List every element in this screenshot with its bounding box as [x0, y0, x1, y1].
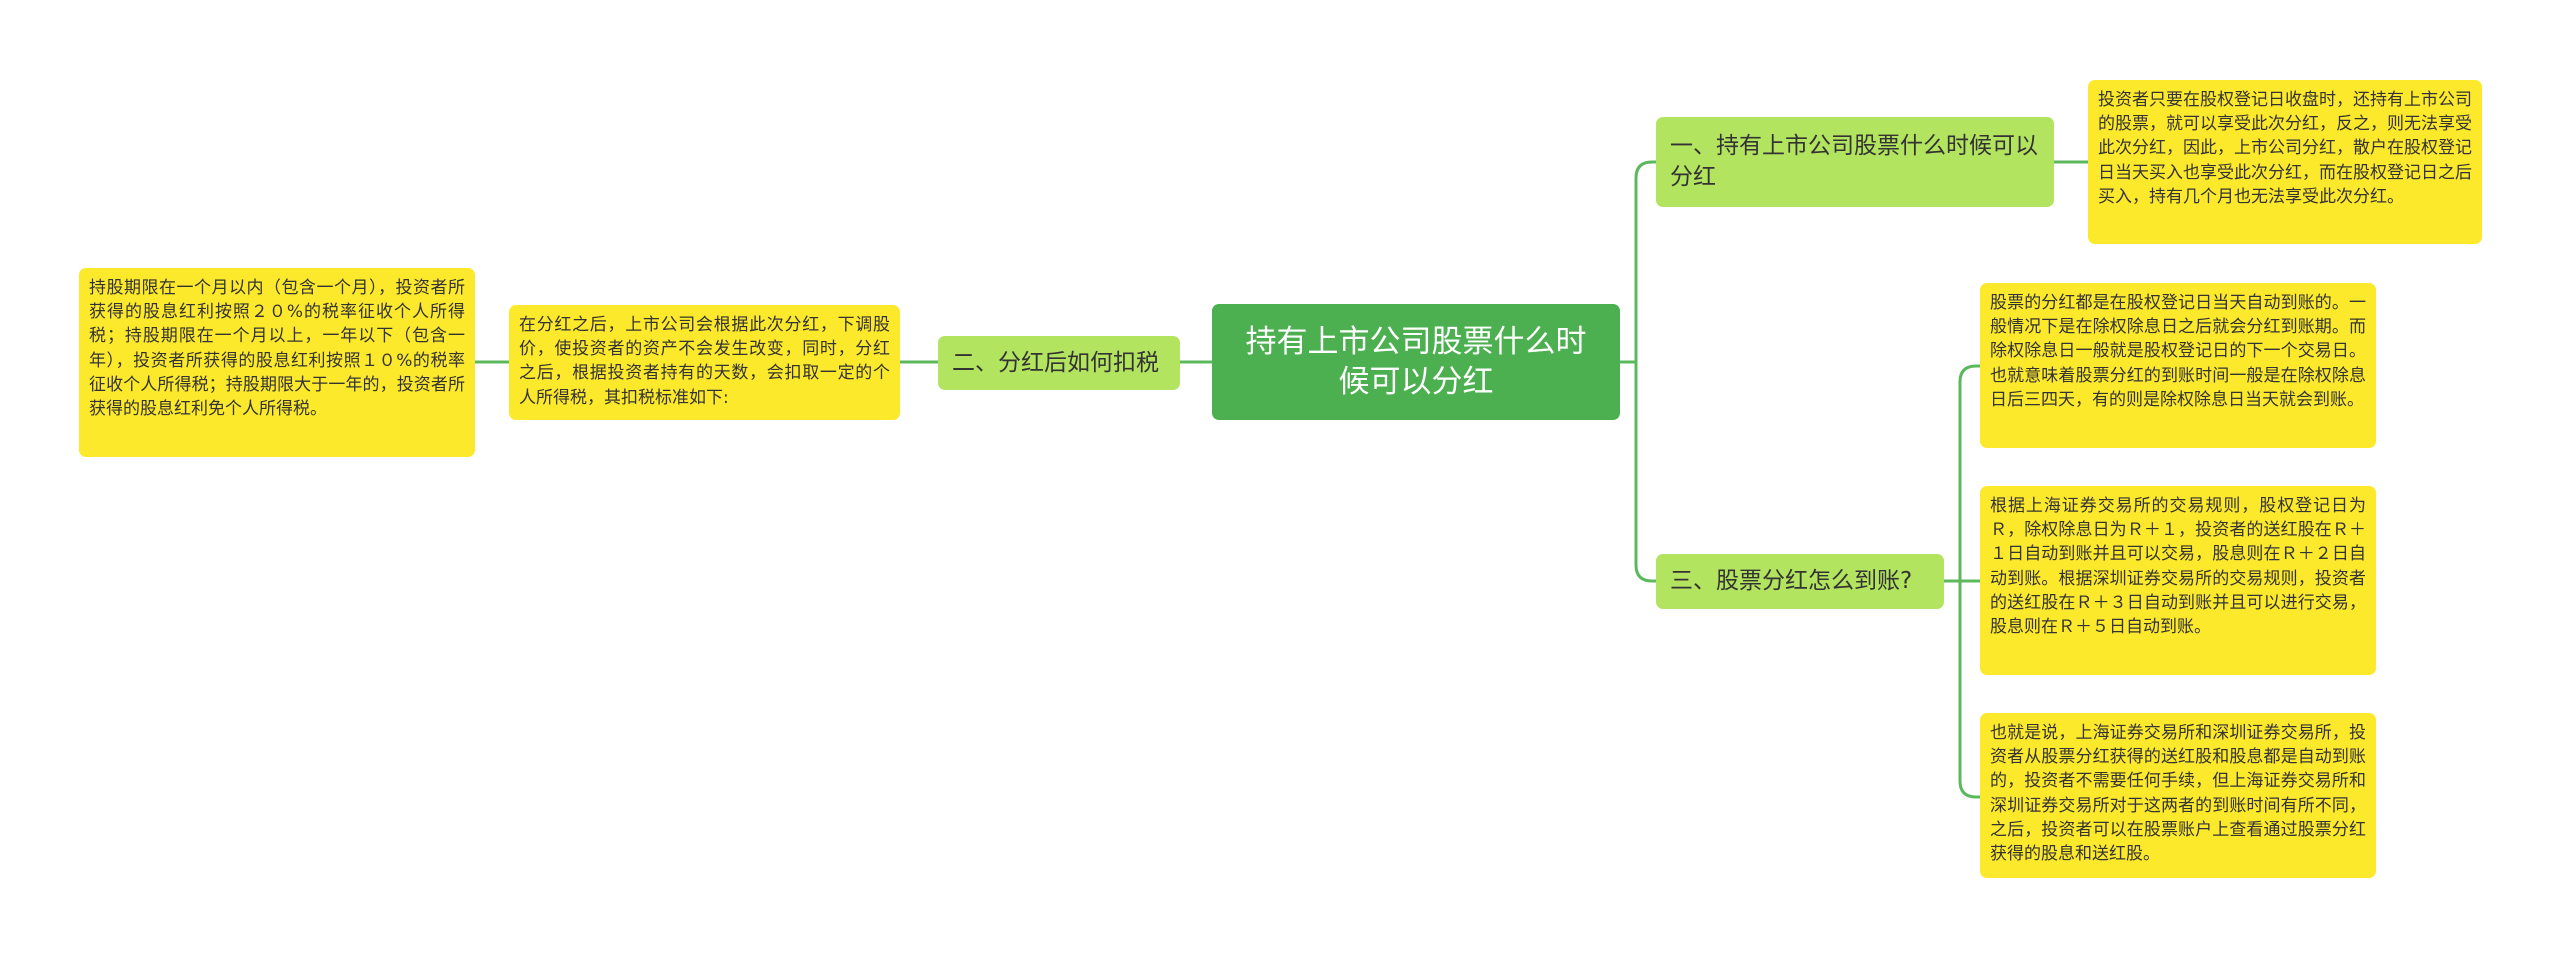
leaf-arrival-timing-text: 股票的分红都是在股权登记日当天自动到账的。一般情况下是在除权除息日之后就会分红到… [1990, 293, 2366, 410]
branch-when-dividend-label: 一、持有上市公司股票什么时候可以分红 [1670, 133, 2038, 190]
leaf-tax-intro-text: 在分红之后，上市公司会根据此次分红，下调股价，使投资者的资产不会发生改变，同时，… [519, 315, 890, 408]
connector-root-b1 [1618, 160, 1658, 364]
leaf-record-date-rule[interactable]: 投资者只要在股权登记日收盘时，还持有上市公司的股票，就可以享受此次分红，反之，则… [2088, 80, 2482, 244]
root-topic[interactable]: 持有上市公司股票什么时候可以分红 [1212, 304, 1620, 420]
branch-tax-deduction[interactable]: 二、分红后如何扣税 [938, 336, 1180, 390]
connector-b3-d1 [1942, 364, 1982, 583]
branch-when-dividend[interactable]: 一、持有上市公司股票什么时候可以分红 [1656, 117, 2054, 207]
leaf-tax-rates-text: 持股期限在一个月以内（包含一个月），投资者所获得的股息红利按照２０%的税率征收个… [89, 278, 465, 420]
connector-root-b3 [1618, 360, 1658, 583]
root-topic-label: 持有上市公司股票什么时候可以分红 [1245, 324, 1587, 400]
branch-how-arrive-label: 三、股票分红怎么到账? [1670, 568, 1913, 594]
leaf-record-date-rule-text: 投资者只要在股权登记日收盘时，还持有上市公司的股票，就可以享受此次分红，反之，则… [2098, 90, 2472, 207]
branch-how-arrive[interactable]: 三、股票分红怎么到账? [1656, 554, 1944, 609]
leaf-auto-arrival-summary[interactable]: 也就是说，上海证券交易所和深圳证券交易所，投资者从股票分红获得的送红股和股息都是… [1980, 713, 2376, 878]
leaf-auto-arrival-summary-text: 也就是说，上海证券交易所和深圳证券交易所，投资者从股票分红获得的送红股和股息都是… [1990, 723, 2366, 865]
branch-tax-deduction-label: 二、分红后如何扣税 [952, 349, 1159, 376]
leaf-tax-rates[interactable]: 持股期限在一个月以内（包含一个月），投资者所获得的股息红利按照２０%的税率征收个… [79, 268, 475, 457]
leaf-arrival-timing[interactable]: 股票的分红都是在股权登记日当天自动到账的。一般情况下是在除权除息日之后就会分红到… [1980, 283, 2376, 448]
connector-b3-d3 [1942, 579, 1982, 799]
leaf-exchange-rules-text: 根据上海证券交易所的交易规则，股权登记日为Ｒ，除权除息日为Ｒ＋１，投资者的送红股… [1990, 496, 2366, 638]
leaf-tax-intro[interactable]: 在分红之后，上市公司会根据此次分红，下调股价，使投资者的资产不会发生改变，同时，… [509, 305, 900, 420]
leaf-exchange-rules[interactable]: 根据上海证券交易所的交易规则，股权登记日为Ｒ，除权除息日为Ｒ＋１，投资者的送红股… [1980, 486, 2376, 675]
